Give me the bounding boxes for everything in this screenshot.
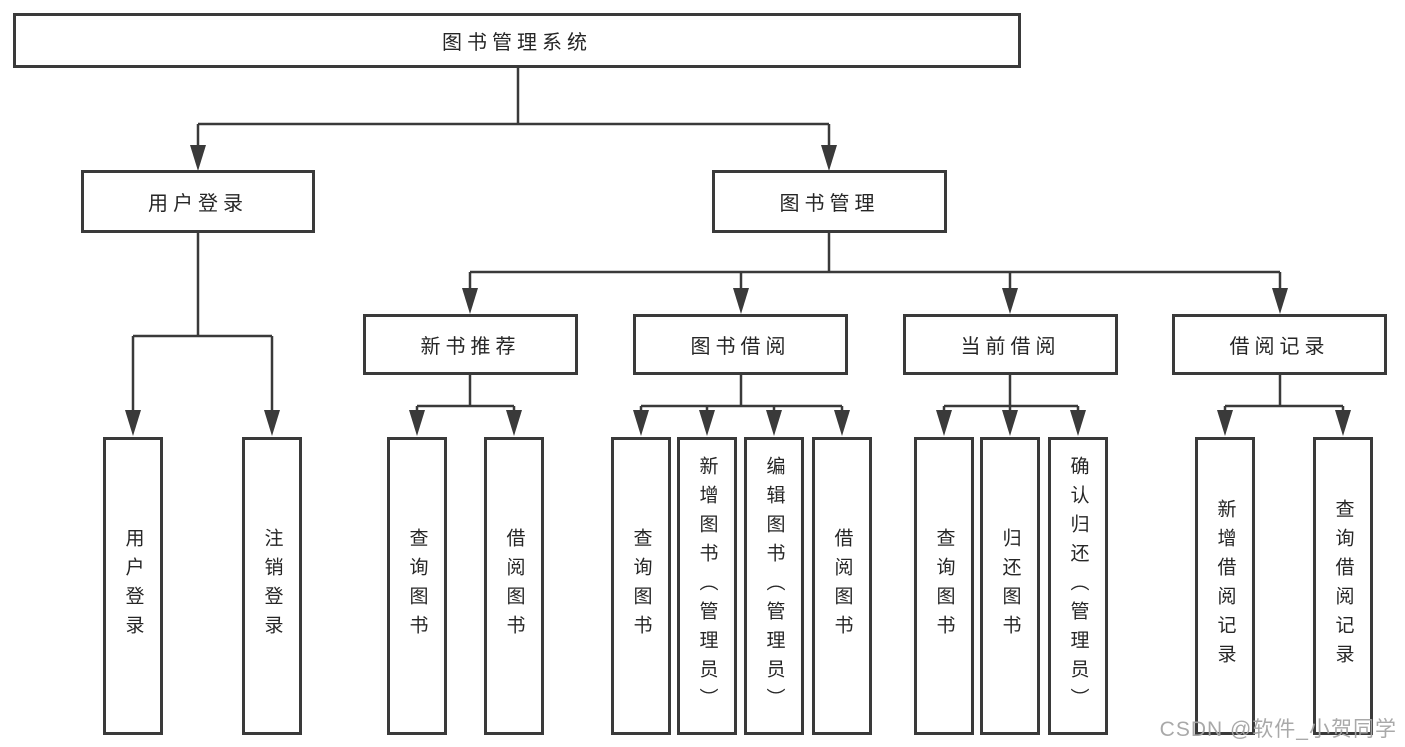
connector-mgmt-to-level3 xyxy=(468,233,1282,290)
arrow-icon xyxy=(1335,410,1351,436)
node-leaf-logout: 注销登录 xyxy=(242,437,302,735)
leaf-label: 借阅图书 xyxy=(831,528,853,644)
leaf-label: 确认归还（管理员） xyxy=(1067,455,1089,717)
arrow-icon xyxy=(1217,410,1233,436)
leaf-label: 编辑图书（管理员） xyxy=(763,455,785,717)
node-leaf-user-login: 用户登录 xyxy=(103,437,163,735)
leaf-label: 查询图书 xyxy=(630,528,652,644)
node-leaf-return-books: 归还图书 xyxy=(980,437,1040,735)
node-leaf-query-borrow-record: 查询借阅记录 xyxy=(1313,437,1373,735)
arrowheads xyxy=(125,145,1351,436)
node-user-login: 用户登录 xyxy=(81,170,315,233)
connector-records-to-leaves xyxy=(1223,375,1345,412)
arrow-icon xyxy=(699,410,715,436)
node-leaf-query-books-recommend: 查询图书 xyxy=(387,437,447,735)
arrow-icon xyxy=(821,145,837,171)
connector-login-to-leaves xyxy=(131,233,274,412)
arrow-icon xyxy=(1070,410,1086,436)
connector-recommend-to-leaves xyxy=(415,375,516,412)
arrow-icon xyxy=(125,410,141,436)
connector-current-to-leaves xyxy=(942,375,1080,412)
arrow-icon xyxy=(409,410,425,436)
node-leaf-query-books-current: 查询图书 xyxy=(914,437,974,735)
node-book-management: 图书管理 xyxy=(712,170,947,233)
arrow-icon xyxy=(1002,288,1018,314)
leaf-label: 归还图书 xyxy=(999,528,1021,644)
leaf-label: 用户登录 xyxy=(122,528,144,644)
leaf-label: 查询图书 xyxy=(933,528,955,644)
connector-root-to-level2 xyxy=(196,68,831,150)
arrow-icon xyxy=(633,410,649,436)
arrow-icon xyxy=(733,288,749,314)
node-leaf-edit-book-admin: 编辑图书（管理员） xyxy=(744,437,804,735)
arrow-icon xyxy=(834,410,850,436)
arrow-icon xyxy=(506,410,522,436)
node-library-management-system: 图书管理系统 xyxy=(13,13,1021,68)
node-leaf-confirm-return-admin: 确认归还（管理员） xyxy=(1048,437,1108,735)
node-leaf-add-borrow-record: 新增借阅记录 xyxy=(1195,437,1255,735)
arrow-icon xyxy=(462,288,478,314)
node-borrow-records: 借阅记录 xyxy=(1172,314,1387,375)
node-current-borrow: 当前借阅 xyxy=(903,314,1118,375)
node-book-borrow: 图书借阅 xyxy=(633,314,848,375)
node-leaf-borrow-books: 借阅图书 xyxy=(812,437,872,735)
arrow-icon xyxy=(190,145,206,171)
leaf-label: 查询图书 xyxy=(406,528,428,644)
node-new-book-recommend: 新书推荐 xyxy=(363,314,578,375)
arrow-icon xyxy=(1002,410,1018,436)
leaf-label: 注销登录 xyxy=(261,528,283,644)
arrow-icon xyxy=(766,410,782,436)
leaf-label: 新增图书（管理员） xyxy=(696,455,718,717)
leaf-label: 借阅图书 xyxy=(503,528,525,644)
leaf-label: 新增借阅记录 xyxy=(1214,499,1236,673)
leaf-label: 查询借阅记录 xyxy=(1332,499,1354,673)
arrow-icon xyxy=(1272,288,1288,314)
node-leaf-borrow-books-recommend: 借阅图书 xyxy=(484,437,544,735)
arrow-icon xyxy=(264,410,280,436)
node-leaf-query-books-borrow: 查询图书 xyxy=(611,437,671,735)
connector-borrow-to-leaves xyxy=(639,375,844,412)
node-leaf-add-book-admin: 新增图书（管理员） xyxy=(677,437,737,735)
csdn-watermark: CSDN @软件_小贺同学 xyxy=(1159,718,1397,741)
arrow-icon xyxy=(936,410,952,436)
